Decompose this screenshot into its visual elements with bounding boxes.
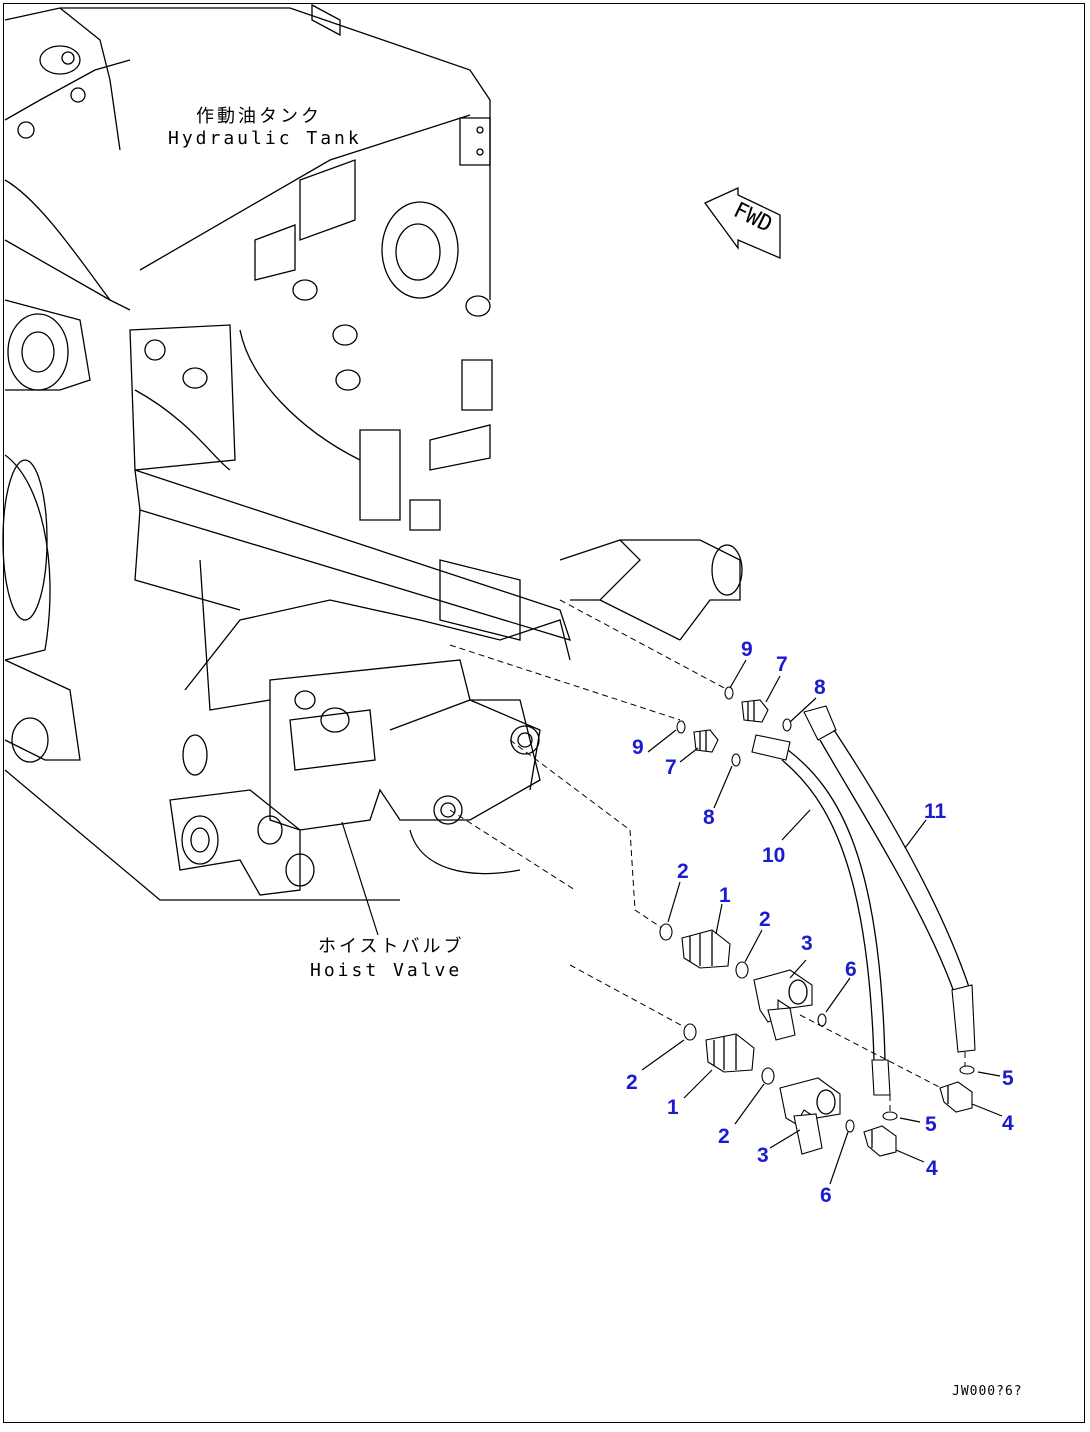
callout-2: 2 — [718, 1125, 730, 1148]
o-ring-2-d — [761, 1067, 775, 1085]
o-ring-8-a — [782, 718, 792, 732]
assembly-lines — [449, 599, 966, 1115]
drawing-code: JW000?6? — [952, 1384, 1023, 1399]
callout-6: 6 — [820, 1184, 832, 1207]
callout-leaders — [641, 659, 1003, 1185]
tee-3-b — [779, 1077, 841, 1155]
callout-7: 7 — [665, 756, 677, 779]
callout-2: 2 — [626, 1071, 638, 1094]
adapter-1-a — [681, 929, 731, 969]
callouts: 9 7 8 9 7 8 10 11 2 1 2 3 6 2 1 2 3 6 5 … — [626, 638, 1014, 1207]
valve-leader — [341, 821, 379, 936]
callout-1: 1 — [719, 884, 731, 907]
callout-4: 4 — [926, 1157, 938, 1180]
o-ring-5-b — [882, 1111, 898, 1121]
callout-3: 3 — [757, 1144, 769, 1167]
callout-3: 3 — [801, 932, 813, 955]
callout-8: 8 — [703, 806, 715, 829]
o-ring-9-b — [676, 720, 686, 734]
callout-2: 2 — [677, 860, 689, 883]
frame-drawing — [2, 324, 743, 901]
callout-10: 10 — [762, 844, 785, 867]
hose-11 — [803, 705, 976, 1053]
valve-label-jp: ホイストバルブ — [318, 935, 464, 957]
callout-9: 9 — [632, 736, 644, 759]
elbow-4-b — [863, 1125, 897, 1157]
callout-1: 1 — [667, 1096, 679, 1119]
tank-label-en: Hydraulic Tank — [168, 128, 362, 149]
callout-5: 5 — [1002, 1067, 1014, 1090]
o-ring-9-a — [724, 686, 734, 700]
parts — [659, 686, 976, 1157]
callout-4: 4 — [1002, 1112, 1014, 1135]
o-ring-2-a — [659, 923, 673, 941]
tee-3-a — [753, 969, 813, 1041]
o-ring-8-b — [731, 753, 741, 767]
o-ring-6-b — [845, 1119, 855, 1133]
o-ring-2-c — [683, 1023, 697, 1041]
adapter-1-b — [705, 1033, 755, 1073]
o-ring-5-a — [959, 1065, 975, 1075]
callout-9: 9 — [741, 638, 753, 661]
tank-label-jp: 作動油タンク — [196, 106, 322, 127]
callout-11: 11 — [924, 800, 947, 823]
o-ring-6-a — [817, 1013, 827, 1027]
callout-2: 2 — [759, 908, 771, 931]
forward-direction-arrow: FWD — [704, 186, 781, 259]
callout-6: 6 — [845, 958, 857, 981]
valve-label-en: Hoist Valve — [310, 960, 462, 981]
hose-10 — [751, 734, 891, 1096]
fitting-7-b — [693, 729, 719, 753]
elbow-4-a — [939, 1081, 973, 1113]
callout-8: 8 — [814, 676, 826, 699]
callout-5: 5 — [925, 1113, 937, 1136]
fwd-label: FWD — [729, 198, 776, 238]
hydraulic-tank-drawing — [4, 3, 493, 471]
o-ring-2-b — [735, 961, 749, 979]
callout-7: 7 — [776, 653, 788, 676]
fitting-7-a — [741, 699, 769, 723]
